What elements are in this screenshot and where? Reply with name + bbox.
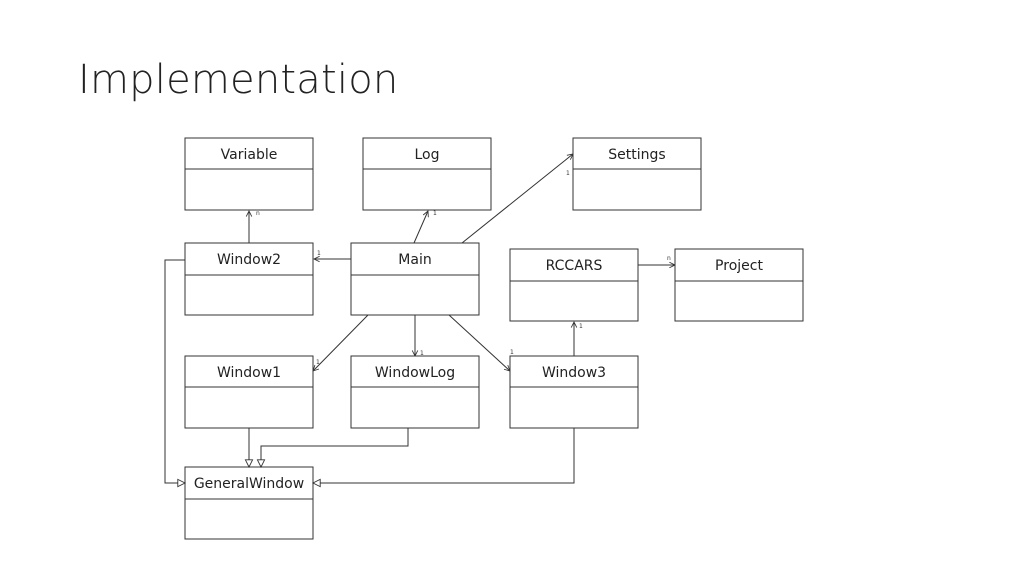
class-name-variable: Variable: [221, 147, 278, 163]
class-name-project: Project: [715, 258, 763, 274]
class-name-window1: Window1: [217, 365, 281, 381]
mult-main-window3: 1: [510, 349, 514, 356]
class-settings: Settings: [572, 137, 702, 211]
assoc-main-settings: [461, 154, 573, 244]
mult-main-log: 1: [433, 210, 437, 217]
mult-main-settings: 1: [566, 170, 570, 177]
class-name-log: Log: [414, 147, 439, 163]
assoc-main-log: [413, 211, 428, 244]
class-variable: Variable: [184, 137, 314, 211]
mult-rccars-project: n: [667, 255, 671, 262]
class-main: Main: [350, 242, 480, 316]
mult-window3-rccars: 1: [579, 323, 583, 330]
class-windowlog: WindowLog: [350, 355, 480, 429]
class-rccars: RCCARS: [509, 248, 639, 322]
class-window3: Window3: [509, 355, 639, 429]
class-name-rccars: RCCARS: [546, 258, 603, 274]
assoc-main-window3: [448, 314, 510, 371]
gen-window3-generalwindow: [313, 428, 575, 483]
class-generalwindow: GeneralWindow: [184, 466, 314, 540]
class-name-window2: Window2: [217, 252, 281, 268]
class-name-windowlog: WindowLog: [375, 365, 455, 381]
assoc-main-window1: [313, 314, 369, 371]
mult-main-window1: 1: [316, 359, 320, 366]
class-name-settings: Settings: [608, 147, 665, 163]
mult-main-windowlog: 1: [420, 350, 424, 357]
class-name-main: Main: [398, 252, 431, 268]
class-window2: Window2: [184, 242, 314, 316]
class-log: Log: [362, 137, 492, 211]
class-window1: Window1: [184, 355, 314, 429]
class-project: Project: [674, 248, 804, 322]
mult-main-window2: 1: [317, 250, 321, 257]
gen-windowlog-generalwindow: [261, 428, 409, 467]
class-name-generalwindow: GeneralWindow: [194, 476, 304, 492]
class-name-window3: Window3: [542, 365, 606, 381]
slide-title: Implementation: [78, 57, 399, 103]
gen-window2-generalwindow: [164, 259, 185, 483]
mult-window2-variable: n: [256, 210, 260, 217]
